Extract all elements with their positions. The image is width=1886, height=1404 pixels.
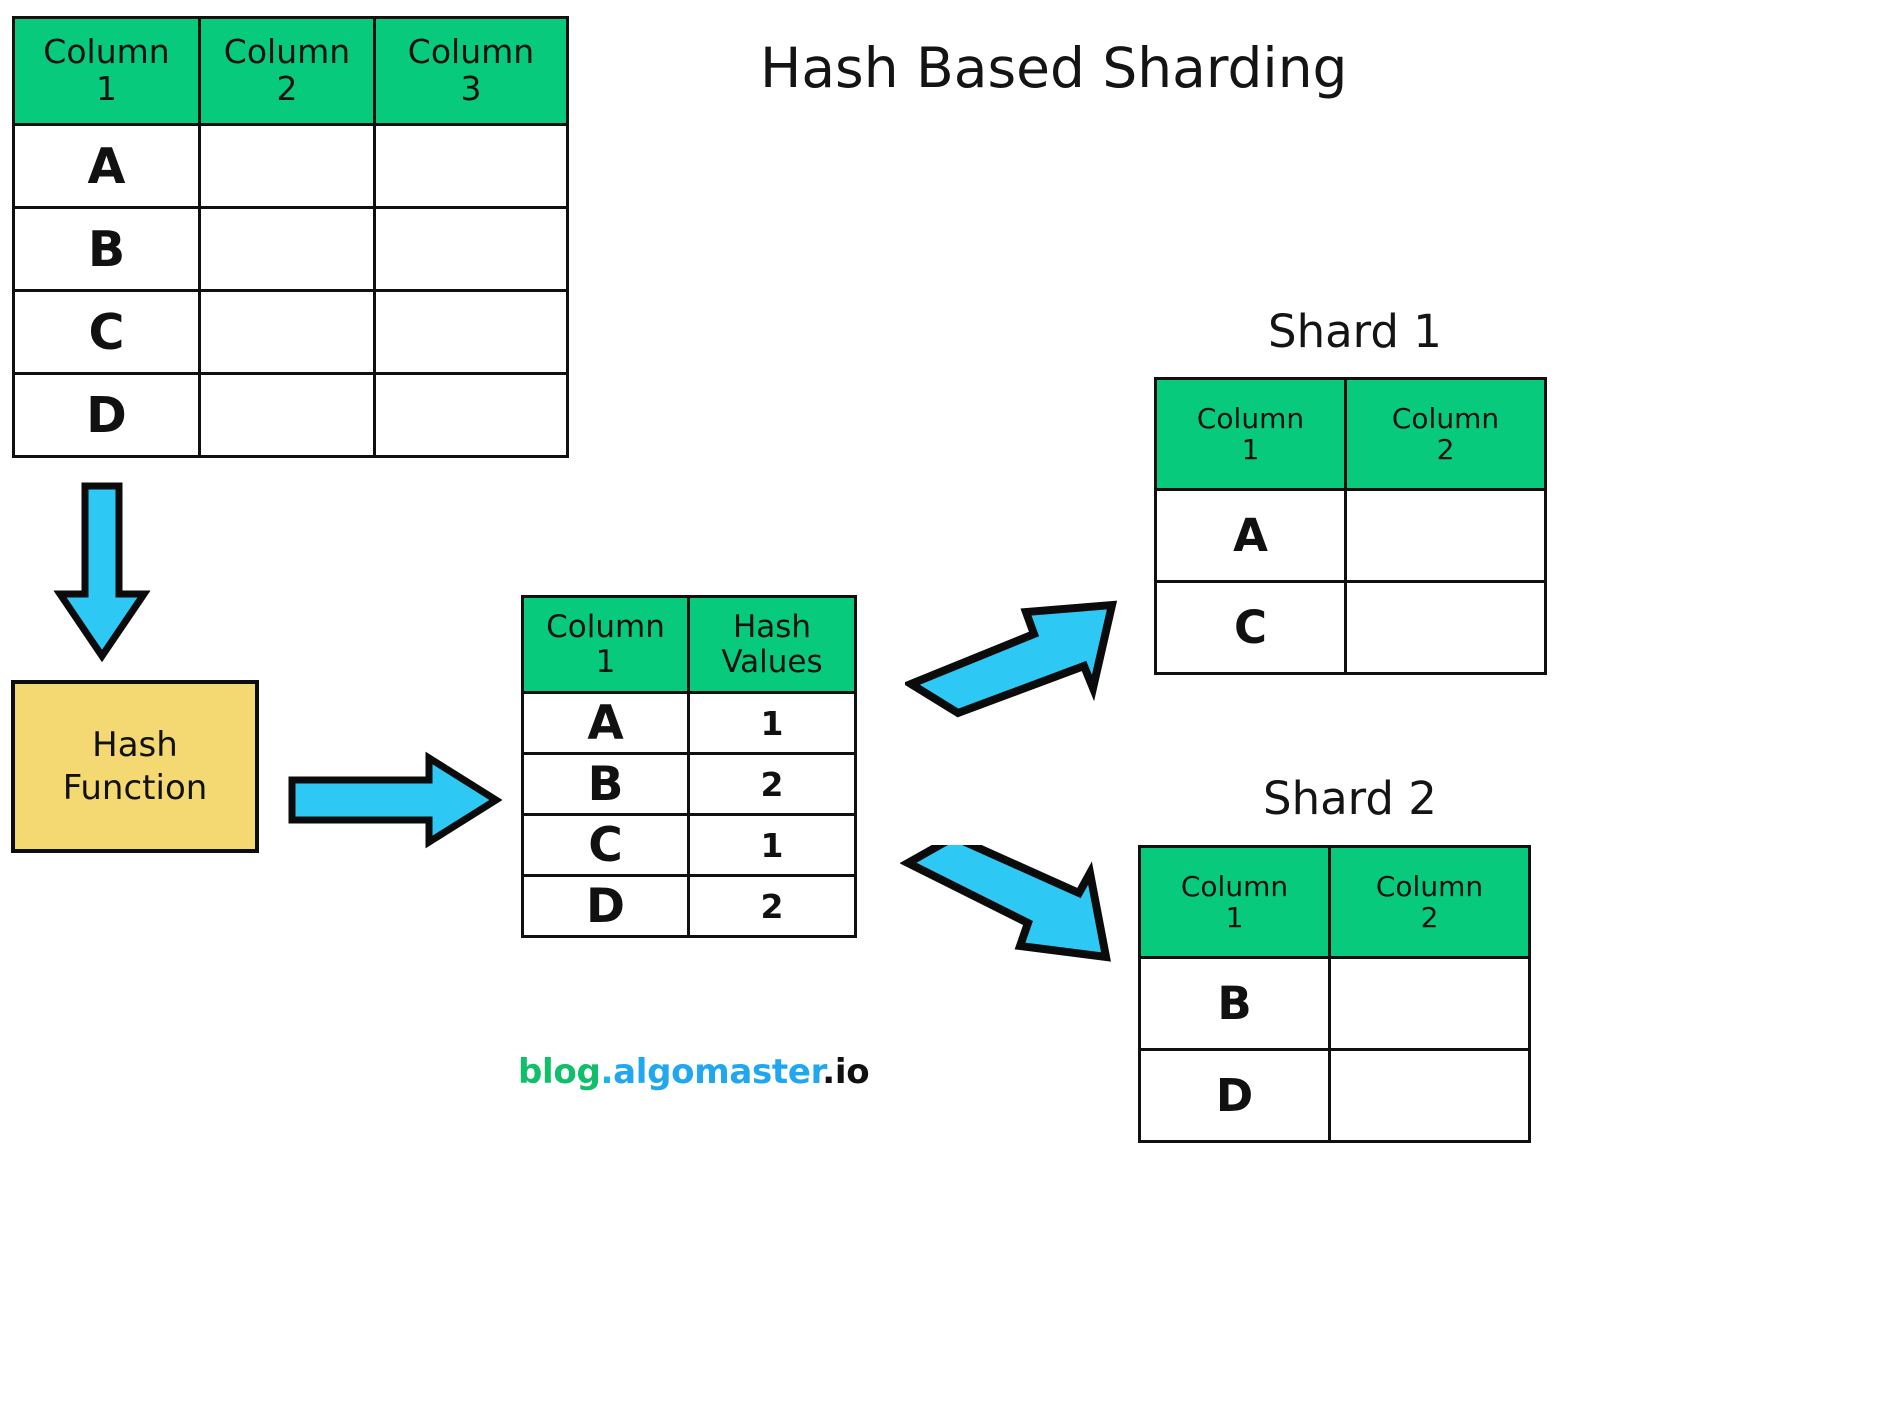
column-header-label: Column 3 [407, 32, 535, 108]
watermark-dot: . [600, 1052, 614, 1092]
cell-value: D [86, 386, 127, 444]
table-row: C 1 [521, 813, 857, 877]
table-cell: D [521, 874, 690, 938]
table-cell: C [521, 813, 690, 877]
table-header-row: Column 1 Column 2 [1138, 845, 1531, 959]
column-header: Column 2 [1344, 377, 1547, 491]
cell-value: D [585, 878, 625, 934]
table-cell [1344, 488, 1547, 583]
cell-value: B [87, 220, 126, 278]
table-row: A [12, 123, 569, 209]
table-cell: A [1154, 488, 1347, 583]
table-cell: D [12, 372, 201, 458]
cell-value: 2 [760, 764, 784, 804]
table-cell: C [12, 289, 201, 375]
table-row: C [1154, 580, 1547, 675]
column-header-label: Column 2 [1375, 869, 1484, 934]
table-cell: C [1154, 580, 1347, 675]
table-cell [1328, 1048, 1531, 1143]
column-header: Column 1 [521, 595, 690, 694]
cell-value: 1 [760, 703, 784, 743]
column-header-label: Column 1 [1196, 401, 1305, 466]
table-row: D [1138, 1048, 1531, 1143]
table-cell: D [1138, 1048, 1331, 1143]
shard1-table: Column 1 Column 2 A C [1154, 377, 1547, 675]
source-table: Column 1 Column 2 Column 3 A B C [12, 16, 569, 458]
column-header: Column 3 [373, 16, 569, 126]
table-cell [198, 372, 376, 458]
hash-function-box: Hash Function [11, 680, 259, 853]
cell-value: C [88, 303, 125, 361]
cell-value: D [1215, 1069, 1254, 1122]
cell-value: B [587, 756, 624, 812]
cell-value: C [588, 817, 623, 873]
column-header: Hash Values [687, 595, 857, 694]
watermark-blog: blog [518, 1052, 601, 1092]
table-cell [373, 289, 569, 375]
arrow-hash-function-to-hash-table-icon [287, 750, 502, 850]
table-cell [1328, 956, 1531, 1051]
cell-value: A [1233, 509, 1268, 562]
table-cell [1344, 580, 1547, 675]
table-cell [373, 206, 569, 292]
column-header: Column 1 [1154, 377, 1347, 491]
table-row: C [12, 289, 569, 375]
table-cell [198, 123, 376, 209]
cell-value: B [1217, 977, 1252, 1030]
column-header-label: Column 2 [223, 32, 351, 108]
shard2-title: Shard 2 [1263, 772, 1437, 825]
shard2-table: Column 1 Column 2 B D [1138, 845, 1531, 1143]
cell-value: 1 [760, 825, 784, 865]
table-row: A [1154, 488, 1547, 583]
arrow-down-to-hash-function-icon [52, 482, 152, 662]
table-cell: B [521, 752, 690, 816]
table-header-row: Column 1 Column 2 Column 3 [12, 16, 569, 126]
table-cell [373, 123, 569, 209]
table-row: B [12, 206, 569, 292]
column-header: Column 1 [1138, 845, 1331, 959]
table-row: A 1 [521, 691, 857, 755]
column-header-label: Column 1 [546, 608, 665, 680]
table-cell: B [12, 206, 201, 292]
page-title: Hash Based Sharding [760, 36, 1348, 100]
column-header-label: Column 2 [1391, 401, 1500, 466]
watermark: blog.algomaster.io [518, 1052, 870, 1092]
table-cell: 2 [687, 874, 857, 938]
table-cell: 2 [687, 752, 857, 816]
hash-function-label-line1: Hash [92, 724, 178, 765]
cell-value: A [587, 695, 624, 751]
cell-value: C [1233, 601, 1268, 654]
column-header: Column 1 [12, 16, 201, 126]
arrow-hash-table-to-shard2-icon [900, 845, 1115, 980]
table-cell: A [521, 691, 690, 755]
cell-value: A [87, 137, 126, 195]
table-cell [198, 206, 376, 292]
table-header-row: Column 1 Column 2 [1154, 377, 1547, 491]
column-header-label: Column 1 [43, 32, 170, 108]
arrow-hash-table-to-shard1-icon [905, 588, 1120, 718]
table-cell [198, 289, 376, 375]
watermark-io: .io [822, 1052, 870, 1092]
table-cell: 1 [687, 813, 857, 877]
column-header: Column 2 [1328, 845, 1531, 959]
column-header-label: Hash Values [721, 608, 823, 680]
column-header-label: Column 1 [1180, 869, 1289, 934]
table-row: B 2 [521, 752, 857, 816]
table-row: B [1138, 956, 1531, 1051]
table-cell: A [12, 123, 201, 209]
table-cell: B [1138, 956, 1331, 1051]
column-header: Column 2 [198, 16, 376, 126]
hash-values-table: Column 1 Hash Values A 1 B 2 C 1 D 2 [521, 595, 857, 938]
table-cell [373, 372, 569, 458]
table-header-row: Column 1 Hash Values [521, 595, 857, 694]
shard1-title: Shard 1 [1268, 305, 1442, 358]
table-row: D [12, 372, 569, 458]
table-cell: 1 [687, 691, 857, 755]
table-row: D 2 [521, 874, 857, 938]
hash-function-label-line2: Function [62, 767, 208, 808]
cell-value: 2 [760, 886, 784, 926]
watermark-algomaster: algomaster [613, 1052, 823, 1092]
